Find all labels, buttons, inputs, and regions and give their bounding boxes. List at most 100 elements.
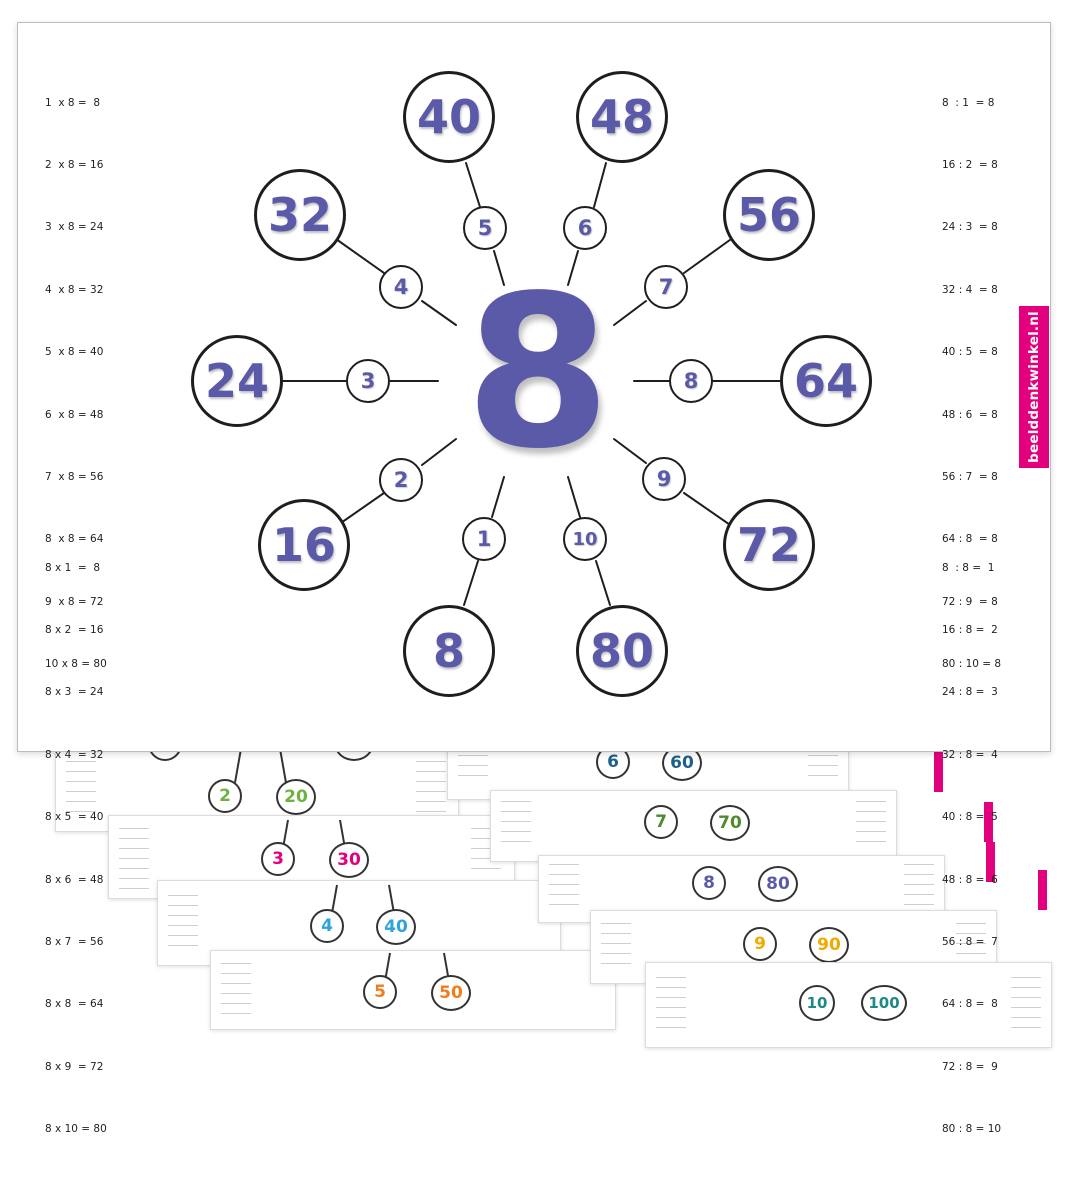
sheet-tab (986, 842, 995, 882)
sheet-8-big: 80 (758, 866, 798, 902)
sheet-2-small: 2 (208, 779, 242, 813)
product-56: 56 (723, 169, 815, 261)
table-row: 8 x 3 = 24 (45, 686, 104, 699)
spoke-1-outer (463, 560, 479, 606)
sheet-2-big: 20 (276, 779, 316, 815)
table-row: 32 : 4 = 8 (942, 283, 998, 296)
sheet-4-big: 40 (376, 909, 416, 945)
multiplier-9: 9 (642, 457, 686, 501)
table-row: 5 x 8 = 40 (45, 346, 104, 359)
multiplier-3: 3 (346, 359, 390, 403)
product-48: 48 (576, 71, 668, 163)
table-row: 16 : 2 = 8 (942, 158, 998, 171)
spoke-9 (613, 438, 647, 464)
spoke-4 (421, 300, 457, 326)
table-row: 8 x 7 = 56 (45, 935, 104, 948)
product-72: 72 (723, 499, 815, 591)
table-row: 9 x 8 = 72 (45, 595, 104, 608)
brand-tab: beelddenkwinkel.nl (1019, 306, 1049, 468)
table-row: 64 : 8 = 8 (942, 533, 998, 546)
sheet-tab (1038, 870, 1047, 910)
table-row: 72 : 8 = 9 (942, 1060, 998, 1073)
table-row: 1 x 8 = 8 (45, 96, 101, 109)
product-40: 40 (403, 71, 495, 163)
table-row: 4 x 8 = 32 (45, 283, 104, 296)
table-row: 80 : 8 = 10 (942, 1123, 1002, 1136)
table-row: 56 : 8 = 7 (942, 935, 998, 948)
sheet-3-big: 30 (329, 842, 369, 878)
table-row: 8 : 1 = 8 (942, 96, 995, 109)
center-number: 8 (464, 250, 612, 495)
spoke-7-outer (683, 236, 735, 274)
table-row: 8 x 9 = 72 (45, 1060, 104, 1073)
sheet-8-small: 8 (692, 866, 726, 900)
spokes (281, 162, 785, 606)
product-32: 32 (254, 169, 346, 261)
table-row: 6 x 8 = 48 (45, 408, 104, 421)
table-row: 24 : 3 = 8 (942, 221, 998, 234)
sheet-9-big: 90 (809, 927, 849, 963)
table-row: 16 : 8 = 2 (942, 623, 998, 636)
multiplier-2: 2 (379, 458, 423, 502)
sheet-7: 7 70 (490, 790, 897, 862)
table-row: 56 : 7 = 8 (942, 470, 998, 483)
table-row: 8 x 1 = 8 (45, 561, 101, 574)
table-row: 80 : 10 = 8 (942, 658, 1002, 671)
main-worksheet: 1 x 8 = 8 2 x 8 = 16 3 x 8 = 24 4 x 8 = … (17, 22, 1051, 1135)
table-row: 2 x 8 = 16 (45, 158, 104, 171)
table-row: 8 : 8 = 1 (942, 561, 995, 574)
product-24: 24 (191, 335, 283, 427)
sheet-10: 10 100 (645, 962, 1052, 1048)
spoke-5-outer (465, 162, 481, 208)
table-row: 48 : 6 = 8 (942, 408, 998, 421)
sheet-7-big: 70 (710, 805, 750, 841)
product-16: 16 (258, 499, 350, 591)
spoke-7 (613, 300, 647, 326)
sheet-tab (984, 802, 993, 842)
spoke-6-outer (593, 162, 607, 208)
table-row: 8 x 5 = 40 (45, 811, 104, 824)
table-row: 24 : 8 = 3 (942, 686, 998, 699)
spoke-6 (567, 250, 579, 286)
spoke-2-outer (337, 492, 385, 526)
table-row: 8 x 8 = 64 (45, 998, 104, 1011)
sheet-3-small: 3 (261, 842, 295, 876)
table-row: 64 : 8 = 8 (942, 998, 998, 1011)
multiplier-7: 7 (644, 265, 688, 309)
sheet-5: 5 50 (210, 950, 616, 1030)
product-64: 64 (780, 335, 872, 427)
table-row: 48 : 8 = 6 (942, 873, 998, 886)
table-row: 7 x 8 = 56 (45, 470, 104, 483)
table-row: 40 : 8 = 5 (942, 811, 998, 824)
spoke-1 (491, 476, 505, 518)
sheet-tab (934, 752, 943, 792)
spoke-2 (421, 438, 457, 466)
multiplier-4: 4 (379, 265, 423, 309)
multiplier-10: 10 (563, 517, 607, 561)
table-row: 3 x 8 = 24 (45, 221, 104, 234)
table-row: 10 x 8 = 80 (45, 658, 107, 671)
multiplier-5: 5 (463, 206, 507, 250)
sheet-10-small: 10 (799, 985, 835, 1021)
table-row: 40 : 5 = 8 (942, 346, 998, 359)
table-row: 8 x 6 = 48 (45, 873, 104, 886)
sheet-4-small: 4 (310, 909, 344, 943)
table-row: 8 x 8 = 64 (45, 533, 104, 546)
table-top-right: 8 : 1 = 8 16 : 2 = 8 24 : 3 = 8 32 : 4 =… (942, 51, 1001, 717)
table-row: 8 x 4 = 32 (45, 748, 104, 761)
multiplier-6: 6 (563, 206, 607, 250)
sheet-7-small: 7 (644, 805, 678, 839)
spoke-4-outer (335, 238, 385, 274)
spoke-10-outer (595, 560, 611, 606)
sheet-9-small: 9 (743, 927, 777, 961)
table-row: 72 : 9 = 8 (942, 595, 998, 608)
table-row: 8 x 2 = 16 (45, 623, 104, 636)
sheet-5-big: 50 (431, 975, 471, 1011)
table-top-left: 1 x 8 = 8 2 x 8 = 16 3 x 8 = 24 4 x 8 = … (45, 51, 107, 717)
spoke-10 (567, 476, 581, 518)
table-row: 32 : 8 = 4 (942, 748, 998, 761)
table-row: 8 x 10 = 80 (45, 1123, 107, 1136)
product-80: 80 (576, 605, 668, 697)
sheet-5-small: 5 (363, 975, 397, 1009)
multiplier-1: 1 (462, 517, 506, 561)
